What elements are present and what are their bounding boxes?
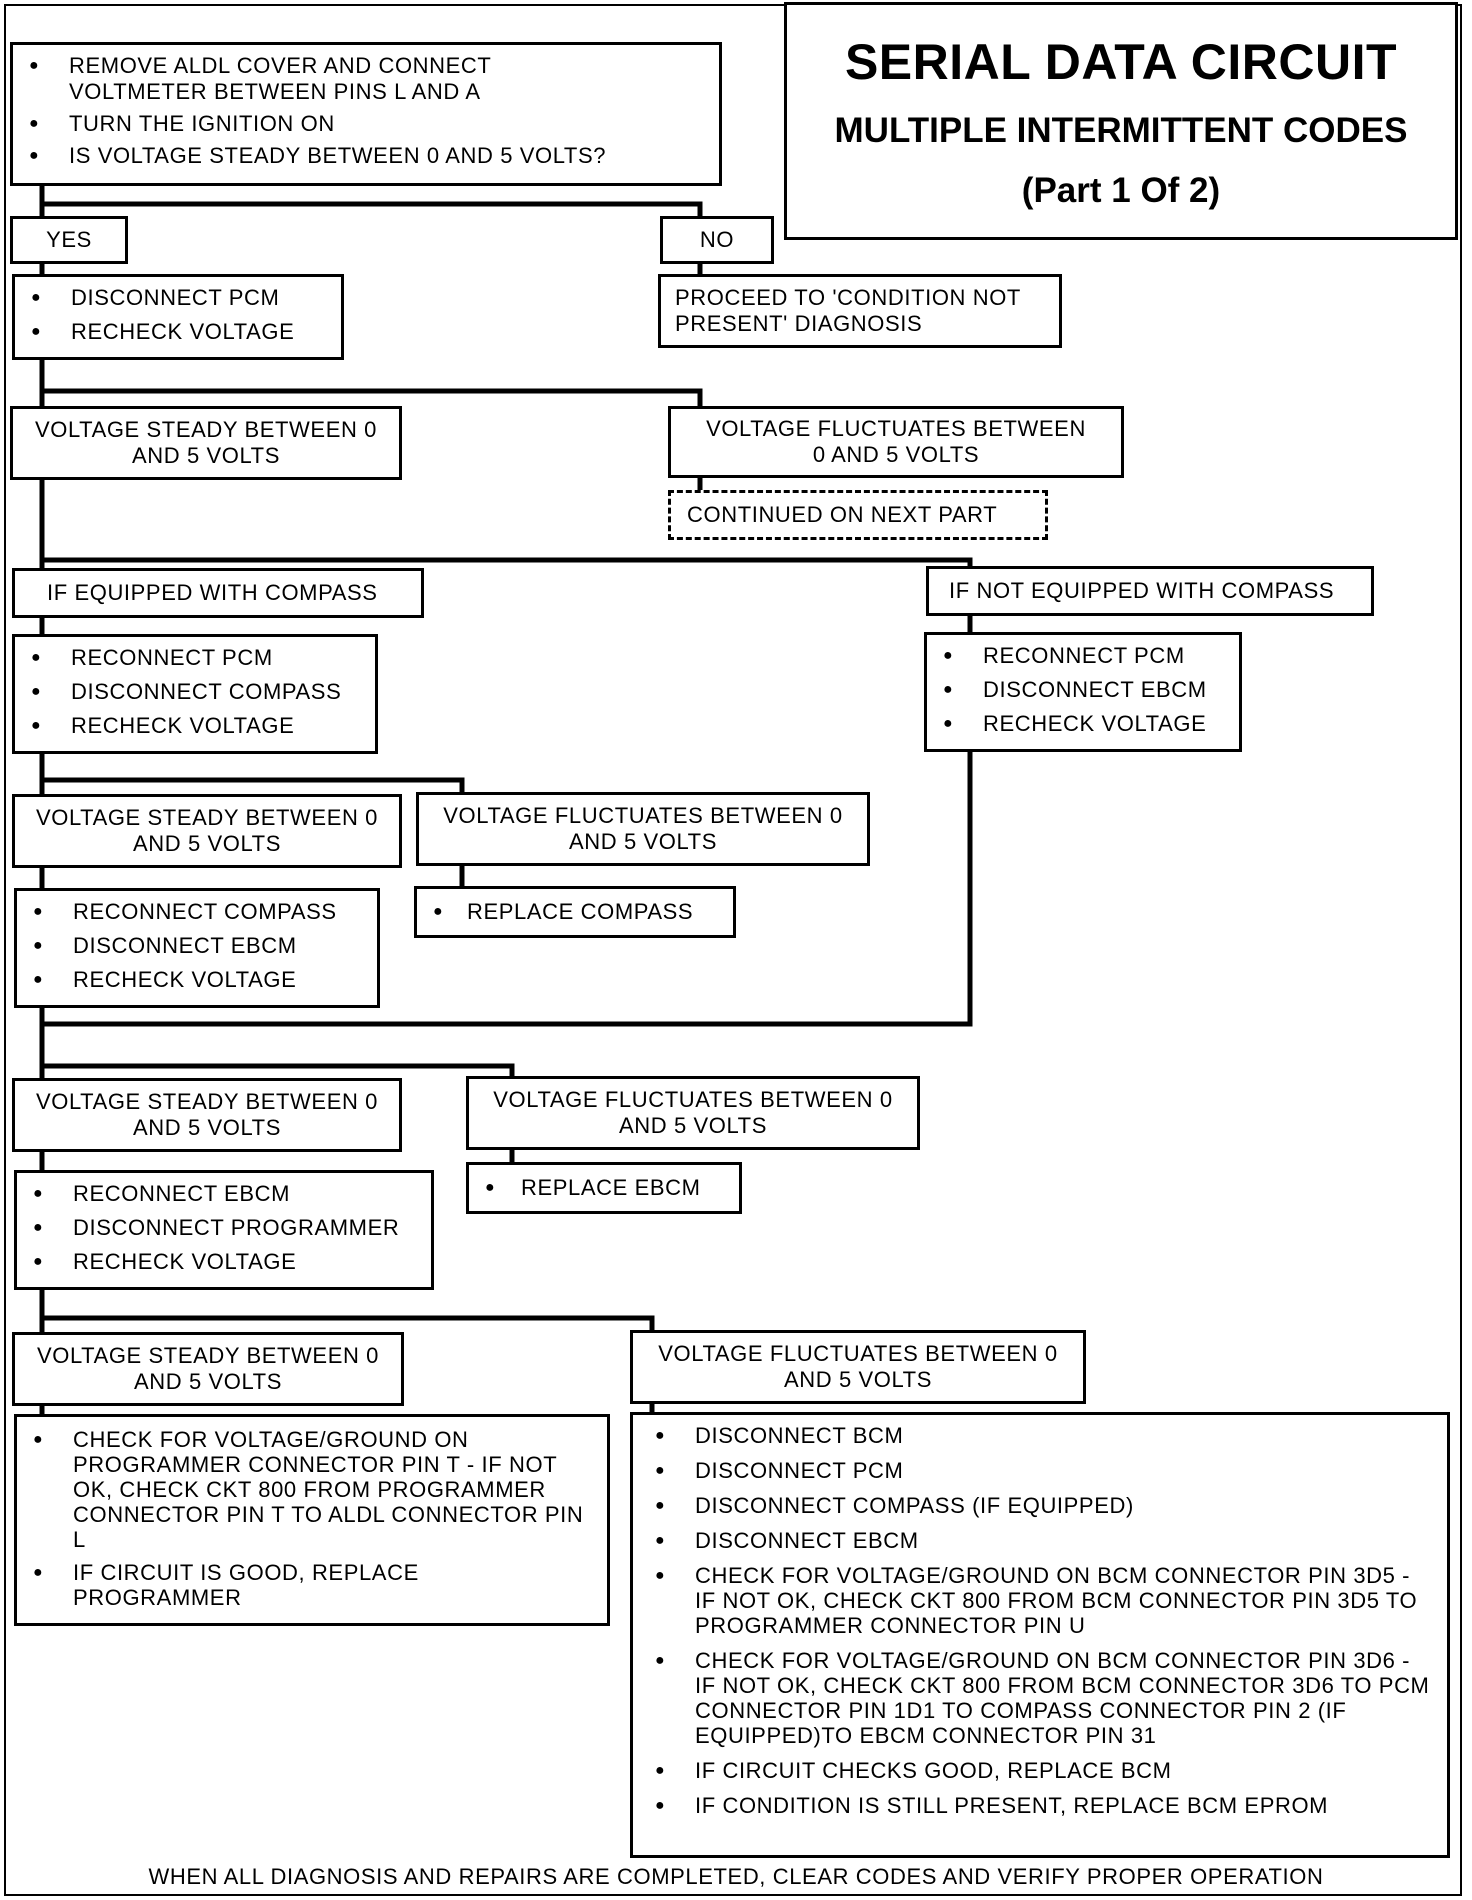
step-item: CHECK FOR VOLTAGE/GROUND ON PROGRAMMER C…	[17, 1427, 597, 1552]
step-item: DISCONNECT PCM	[15, 285, 341, 311]
steady-4-steps-box: CHECK FOR VOLTAGE/GROUND ON PROGRAMMER C…	[14, 1414, 610, 1626]
no-action-box: PROCEED TO 'CONDITION NOT PRESENT' DIAGN…	[658, 274, 1062, 348]
connector-level4-split	[39, 1315, 655, 1337]
step-item: RECHECK VOLTAGE	[15, 319, 341, 345]
start-box: REMOVE ALDL COVER AND CONNECT VOLTMETER …	[10, 42, 722, 186]
compass-yes-box: IF EQUIPPED WITH COMPASS	[12, 568, 424, 618]
replace-ebcm-box: REPLACE EBCM	[466, 1162, 742, 1214]
steady-1-text: VOLTAGE STEADY BETWEEN 0 AND 5 VOLTS	[34, 417, 378, 468]
step-item: DISCONNECT EBCM	[639, 1528, 1431, 1553]
compass-yes-text: IF EQUIPPED WITH COMPASS	[47, 580, 378, 605]
step-item: IF CIRCUIT CHECKS GOOD, REPLACE BCM	[639, 1758, 1431, 1783]
start-item: TURN THE IGNITION ON	[13, 111, 633, 137]
fluct-1-box: VOLTAGE FLUCTUATES BETWEEN 0 AND 5 VOLTS	[668, 406, 1124, 478]
diagram-title: SERIAL DATA CIRCUIT	[844, 34, 1398, 90]
step-item: REPLACE EBCM	[469, 1175, 739, 1201]
fluct-3-box: VOLTAGE FLUCTUATES BETWEEN 0 AND 5 VOLTS	[466, 1076, 920, 1150]
step-item: DISCONNECT BCM	[639, 1423, 1431, 1448]
fluct-2-box: VOLTAGE FLUCTUATES BETWEEN 0 AND 5 VOLTS	[416, 792, 870, 866]
yes-label: YES	[46, 227, 92, 252]
compass-no-steps-box: RECONNECT PCM DISCONNECT EBCM RECHECK VO…	[924, 632, 1242, 752]
steady-3-steps-box: RECONNECT EBCM DISCONNECT PROGRAMMER REC…	[14, 1170, 434, 1290]
connector-level3-split	[39, 1063, 515, 1083]
diagram-subtitle: MULTIPLE INTERMITTENT CODES	[834, 111, 1408, 150]
footer-note: WHEN ALL DIAGNOSIS AND REPAIRS ARE COMPL…	[148, 1864, 1324, 1889]
connector-compass-split	[39, 557, 973, 571]
step-item: RECONNECT EBCM	[17, 1181, 431, 1207]
step-item: DISCONNECT COMPASS (IF EQUIPPED)	[639, 1493, 1431, 1518]
step-item: RECHECK VOLTAGE	[17, 1249, 431, 1275]
yes-label-box: YES	[10, 216, 128, 264]
steady-2-steps-box: RECONNECT COMPASS DISCONNECT EBCM RECHEC…	[14, 888, 380, 1008]
page-frame	[4, 4, 1462, 1896]
step-item: RECONNECT PCM	[15, 645, 375, 671]
step-item: IF CONDITION IS STILL PRESENT, REPLACE B…	[639, 1793, 1431, 1818]
compass-yes-steps-box: RECONNECT PCM DISCONNECT COMPASS RECHECK…	[12, 634, 378, 754]
steady-4-text: VOLTAGE STEADY BETWEEN 0 AND 5 VOLTS	[36, 1343, 380, 1394]
steady-1-box: VOLTAGE STEADY BETWEEN 0 AND 5 VOLTS	[10, 406, 402, 480]
start-item: REMOVE ALDL COVER AND CONNECT VOLTMETER …	[13, 53, 633, 105]
connector-compass-no-down	[39, 749, 973, 1027]
compass-no-text: IF NOT EQUIPPED WITH COMPASS	[949, 578, 1335, 603]
step-item: IF CIRCUIT IS GOOD, REPLACE PROGRAMMER	[17, 1560, 597, 1610]
fluct-4-text: VOLTAGE FLUCTUATES BETWEEN 0 AND 5 VOLTS	[658, 1341, 1058, 1392]
steady-3-box: VOLTAGE STEADY BETWEEN 0 AND 5 VOLTS	[12, 1078, 402, 1152]
fluct-1-text: VOLTAGE FLUCTUATES BETWEEN 0 AND 5 VOLTS	[706, 416, 1086, 467]
continued-box: CONTINUED ON NEXT PART	[668, 490, 1048, 540]
steady-2-text: VOLTAGE STEADY BETWEEN 0 AND 5 VOLTS	[35, 805, 379, 856]
no-action-text: PROCEED TO 'CONDITION NOT PRESENT' DIAGN…	[675, 285, 1021, 336]
step-item: RECHECK VOLTAGE	[15, 713, 375, 739]
step-item: RECONNECT PCM	[927, 643, 1239, 669]
fluct-4-box: VOLTAGE FLUCTUATES BETWEEN 0 AND 5 VOLTS	[630, 1330, 1086, 1404]
step-item: DISCONNECT PCM	[639, 1458, 1431, 1483]
start-item: IS VOLTAGE STEADY BETWEEN 0 AND 5 VOLTS?	[13, 143, 633, 169]
continued-text: CONTINUED ON NEXT PART	[687, 502, 998, 527]
steady-4-box: VOLTAGE STEADY BETWEEN 0 AND 5 VOLTS	[12, 1332, 404, 1406]
step-item: DISCONNECT EBCM	[17, 933, 377, 959]
no-label-box: NO	[660, 216, 774, 264]
compass-no-box: IF NOT EQUIPPED WITH COMPASS	[926, 566, 1374, 616]
step-item: CHECK FOR VOLTAGE/GROUND ON BCM CONNECTO…	[639, 1563, 1431, 1638]
step-item: DISCONNECT EBCM	[927, 677, 1239, 703]
step-item: DISCONNECT COMPASS	[15, 679, 375, 705]
connector-level2-split	[39, 777, 465, 799]
connector-start-split	[39, 201, 703, 221]
no-label: NO	[699, 227, 735, 252]
step-item: REPLACE COMPASS	[417, 899, 733, 925]
step-item: CHECK FOR VOLTAGE/GROUND ON BCM CONNECTO…	[639, 1648, 1431, 1748]
replace-compass-box: REPLACE COMPASS	[414, 886, 736, 938]
fluct-3-text: VOLTAGE FLUCTUATES BETWEEN 0 AND 5 VOLTS	[493, 1087, 893, 1138]
step-item: RECHECK VOLTAGE	[17, 967, 377, 993]
yes-steps-box: DISCONNECT PCM RECHECK VOLTAGE	[12, 274, 344, 360]
diagram-part: (Part 1 Of 2)	[1021, 171, 1221, 210]
steady-3-text: VOLTAGE STEADY BETWEEN 0 AND 5 VOLTS	[35, 1089, 379, 1140]
title-block: SERIAL DATA CIRCUIT MULTIPLE INTERMITTEN…	[784, 2, 1458, 240]
steady-2-box: VOLTAGE STEADY BETWEEN 0 AND 5 VOLTS	[12, 794, 402, 868]
step-item: RECONNECT COMPASS	[17, 899, 377, 925]
fluct-2-text: VOLTAGE FLUCTUATES BETWEEN 0 AND 5 VOLTS	[443, 803, 843, 854]
step-item: RECHECK VOLTAGE	[927, 711, 1239, 737]
fluct-4-steps-box: DISCONNECT BCM DISCONNECT PCM DISCONNECT…	[630, 1412, 1450, 1858]
step-item: DISCONNECT PROGRAMMER	[17, 1215, 431, 1241]
connector-level1-split	[39, 388, 703, 411]
